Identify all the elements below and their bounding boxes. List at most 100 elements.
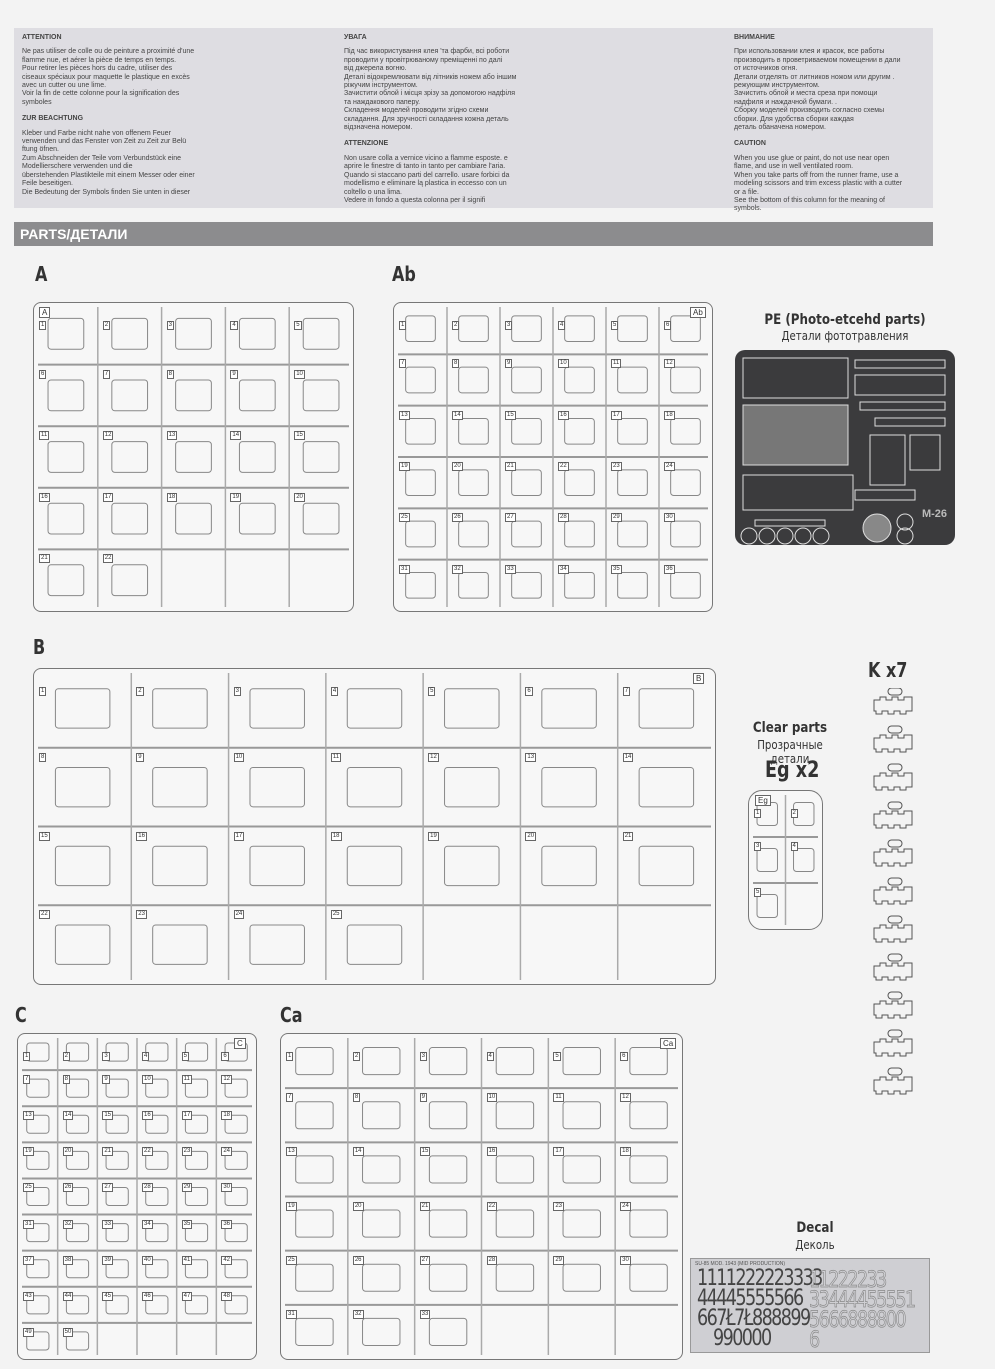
part-outline — [105, 1186, 129, 1207]
part-outline — [670, 520, 701, 548]
part-outline — [302, 502, 340, 535]
part-outline — [362, 1263, 401, 1292]
part-number: 5 — [181, 1052, 189, 1061]
part-outline — [26, 1186, 50, 1207]
part-number: 35 — [181, 1219, 193, 1229]
part-number: 20 — [352, 1201, 364, 1211]
part-outline — [511, 469, 542, 496]
part-number: 8 — [166, 369, 174, 379]
part-outline — [152, 845, 208, 887]
part-outline — [295, 1263, 334, 1292]
part-number: 10 — [142, 1075, 153, 1085]
part-number: 12 — [102, 431, 114, 441]
part-number: 7 — [622, 687, 631, 696]
part-outline — [495, 1047, 535, 1076]
part-outline — [145, 1295, 169, 1315]
part-outline — [47, 379, 85, 412]
part-outline — [224, 1186, 248, 1207]
part-number: 7 — [23, 1075, 31, 1085]
part-outline — [511, 520, 542, 548]
part-outline — [26, 1078, 50, 1098]
part-outline — [184, 1295, 209, 1315]
track-link — [873, 688, 913, 715]
part-number: 15 — [419, 1147, 431, 1157]
part-outline — [511, 366, 542, 394]
runner-frame — [22, 1038, 252, 1355]
part-outline — [444, 766, 500, 808]
warning-text: Non usare colla a vernice vicino a flamm… — [344, 154, 510, 204]
part-number: 18 — [221, 1111, 233, 1121]
part-number: 45 — [102, 1291, 114, 1301]
part-outline — [756, 894, 778, 918]
part-outline — [26, 1150, 50, 1170]
part-number: 10 — [558, 359, 569, 369]
part-outline — [346, 845, 403, 887]
part-number: 23 — [136, 910, 147, 920]
part-outline — [249, 924, 305, 965]
part-outline — [617, 469, 648, 496]
part-outline — [65, 1259, 90, 1279]
part-number: 26 — [352, 1255, 364, 1265]
part-number: 9 — [505, 359, 513, 369]
part-outline — [541, 845, 597, 887]
decal-title-ru: Деколь — [795, 1238, 835, 1252]
warning-text: Під час використування клея 'та фарби, в… — [344, 48, 517, 132]
part-number: 19 — [230, 492, 242, 502]
part-outline — [105, 1223, 129, 1243]
part-number: 4 — [558, 321, 566, 330]
part-number: 30 — [664, 513, 675, 523]
part-outline — [105, 1114, 129, 1134]
part-number: 7 — [399, 359, 407, 369]
track-link — [873, 915, 913, 943]
part-outline — [26, 1114, 50, 1134]
part-number: 8 — [352, 1093, 361, 1103]
part-number: 8 — [62, 1075, 70, 1085]
part-outline — [458, 315, 489, 342]
part-number: 28 — [142, 1183, 153, 1193]
part-number: 35 — [611, 564, 622, 574]
part-outline — [238, 379, 276, 412]
part-number: 42 — [221, 1255, 233, 1265]
part-number: 17 — [181, 1111, 193, 1121]
parts-header: PARTS/ДЕТАЛИ — [14, 222, 933, 246]
part-number: 44 — [62, 1291, 74, 1301]
part-number: 1 — [754, 809, 762, 818]
part-outline — [564, 315, 595, 342]
part-outline — [26, 1295, 50, 1315]
part-outline — [511, 315, 542, 342]
part-outline — [152, 688, 208, 729]
part-number: 14 — [62, 1111, 74, 1121]
part-number: 48 — [221, 1291, 233, 1301]
part-outline — [249, 845, 305, 887]
part-outline — [617, 418, 648, 445]
part-outline — [428, 1101, 468, 1130]
part-number: 50 — [62, 1327, 74, 1337]
part-outline — [47, 564, 85, 597]
pe-title: PE (Photo-etcehd parts) — [764, 312, 926, 328]
part-number: 13 — [166, 431, 178, 441]
decal-sheet: SU-85 MOD. 1943 (MID PRODUCTION) 1111222… — [690, 1258, 930, 1353]
photo-etched-fret: M-26 — [735, 350, 955, 545]
part-number: 22 — [142, 1147, 153, 1157]
part-number: 3 — [419, 1052, 427, 1061]
part-outline — [184, 1150, 209, 1170]
part-number: 19 — [23, 1147, 34, 1157]
part-outline — [105, 1078, 129, 1098]
part-number: 18 — [664, 410, 675, 420]
part-outline — [362, 1101, 401, 1130]
part-outline — [638, 845, 695, 887]
part-number: 12 — [664, 359, 675, 369]
part-number: 3 — [233, 687, 241, 696]
part-number: 7 — [102, 369, 111, 379]
part-number: 3 — [754, 842, 762, 851]
part-number: 27 — [419, 1255, 431, 1265]
part-number: 11 — [611, 359, 622, 369]
part-outline — [458, 469, 489, 496]
part-outline — [444, 688, 500, 729]
part-outline — [249, 688, 305, 729]
sprue-ab-label: Ab — [392, 262, 416, 286]
part-outline — [428, 1263, 468, 1292]
